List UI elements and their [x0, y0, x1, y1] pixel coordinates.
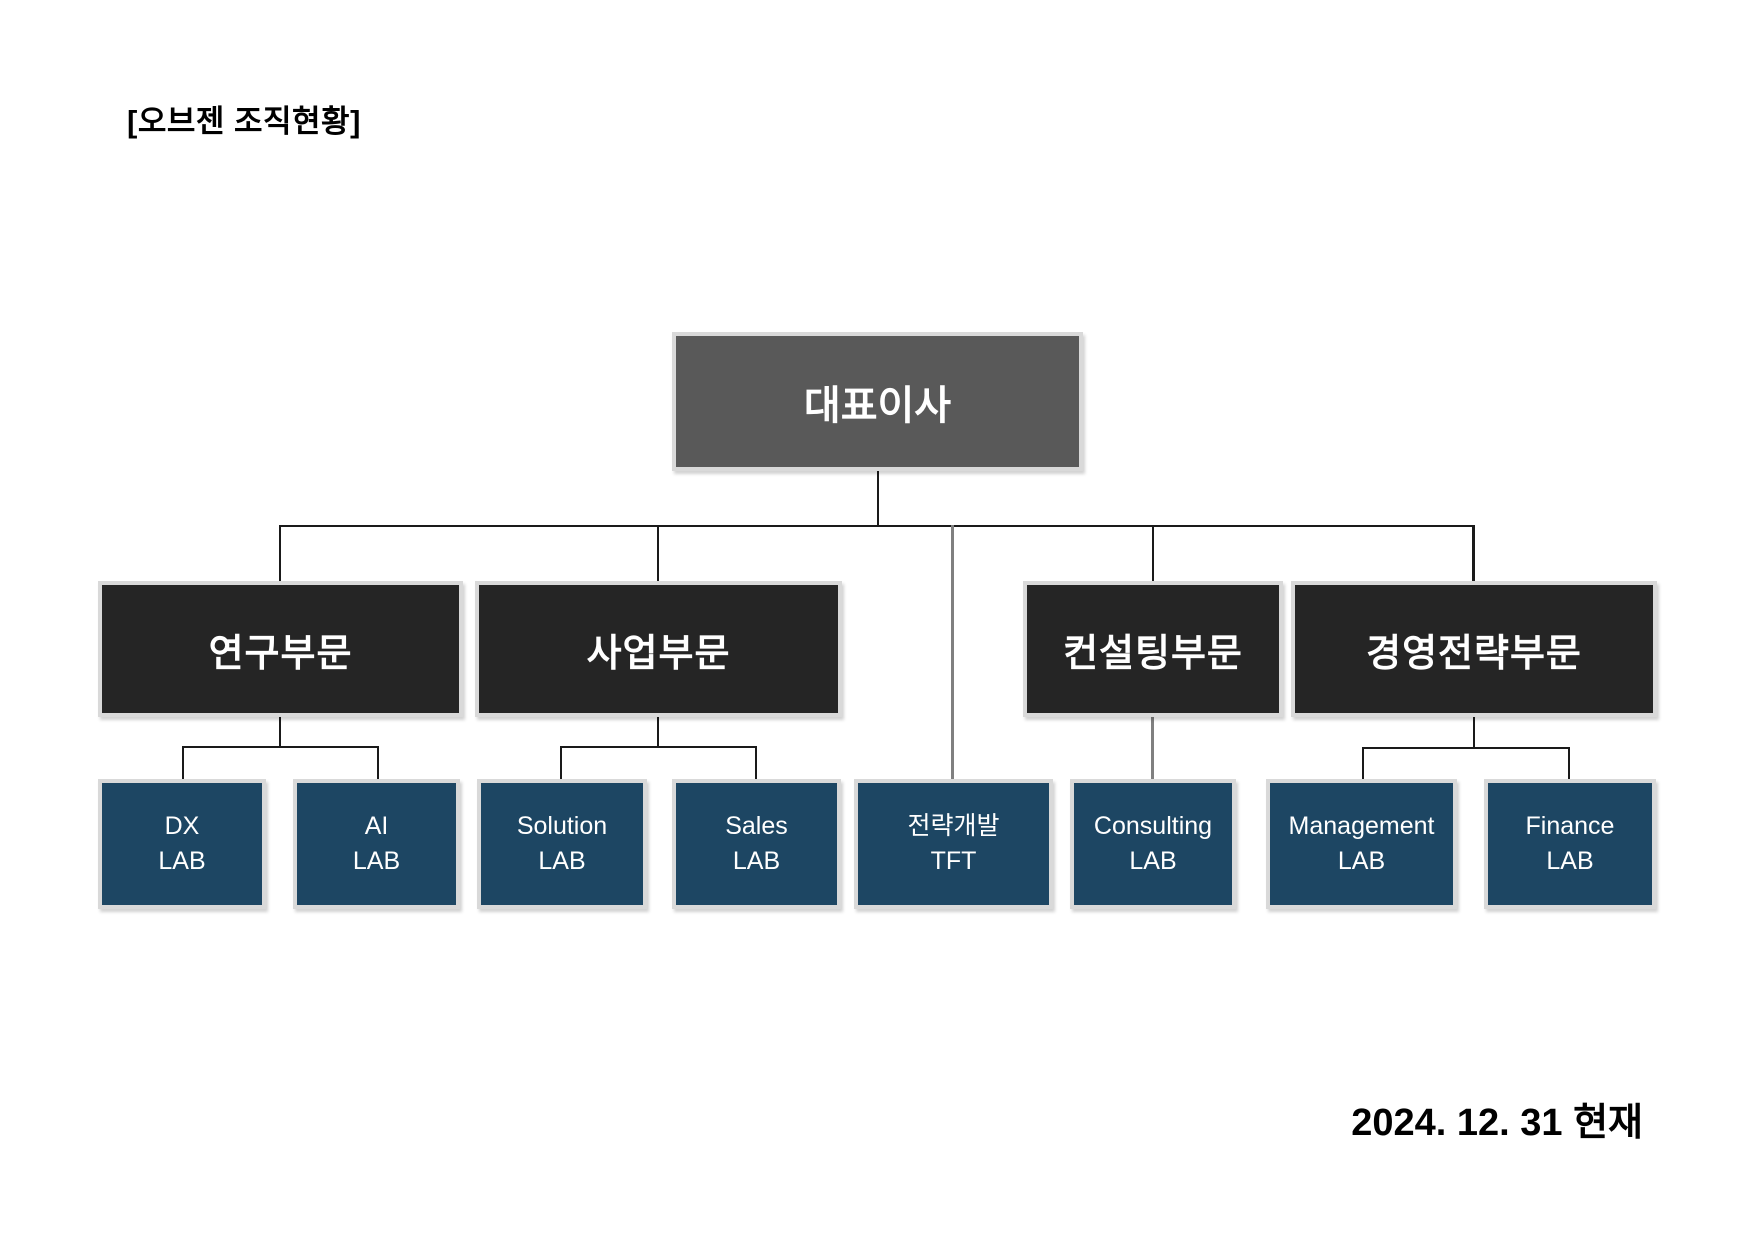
connector-drop-research	[279, 525, 281, 583]
connector-drop-dx-lab	[182, 746, 184, 779]
division-label: 컨설팅부문	[1063, 632, 1243, 675]
unit-label-line2: TFT	[930, 847, 977, 875]
unit-node-finance-lab: Finance LAB	[1484, 779, 1656, 909]
connector-drop-consulting-lab	[1151, 716, 1154, 779]
division-label: 사업부문	[586, 632, 731, 675]
connector-drop-sales-lab	[755, 746, 757, 779]
connector-drop-ai-lab	[377, 746, 379, 779]
ceo-label: 대표이사	[803, 383, 952, 428]
unit-label-line2: LAB	[538, 847, 586, 875]
unit-node-ai-lab: AI LAB	[293, 779, 460, 909]
connector-main-horizontal	[280, 525, 1475, 527]
ceo-node: 대표이사	[672, 332, 1083, 471]
connector-ceo-drop	[877, 469, 879, 527]
division-label: 연구부문	[208, 632, 353, 675]
unit-label-line2: LAB	[1337, 847, 1386, 875]
unit-label-line1: 전략개발	[907, 811, 1000, 840]
connector-research-branch	[182, 746, 379, 748]
connector-strategy-stem	[1473, 716, 1475, 749]
connector-research-stem	[279, 717, 281, 747]
connector-business-stem	[657, 715, 659, 747]
unit-label-line1: Consulting	[1093, 811, 1213, 840]
unit-label-line2: LAB	[352, 847, 401, 875]
unit-label-line2: LAB	[1129, 847, 1177, 875]
unit-label-line1: Solution	[516, 811, 608, 840]
unit-label-line2: LAB	[732, 847, 781, 875]
page-title: [오브젠 조직현황]	[127, 104, 361, 139]
unit-label-line1: Management	[1288, 811, 1435, 840]
connector-business-branch	[560, 746, 757, 748]
unit-label-line2: LAB	[158, 847, 206, 875]
connector-drop-consulting-division	[1152, 525, 1154, 583]
unit-label-line1: AI	[364, 811, 389, 840]
date-note: 2024. 12. 31 현재	[1351, 1102, 1643, 1144]
unit-node-consulting-lab: Consulting LAB	[1070, 779, 1236, 909]
division-node-strategy: 경영전략부문	[1291, 581, 1657, 717]
division-node-consulting: 컨설팅부문	[1023, 581, 1283, 717]
division-label: 경영전략부문	[1366, 632, 1582, 675]
unit-node-sales-lab: Sales LAB	[672, 779, 841, 909]
connector-drop-management-lab	[1362, 747, 1364, 779]
unit-node-solution-lab: Solution LAB	[477, 779, 647, 909]
connector-drop-tft	[951, 525, 954, 779]
unit-node-dx-lab: DX LAB	[98, 779, 266, 909]
connector-drop-business	[657, 525, 659, 584]
connector-drop-finance-lab	[1568, 747, 1570, 779]
connector-drop-solution-lab	[560, 746, 562, 779]
connector-strategy-branch	[1362, 747, 1570, 749]
unit-node-management-lab: Management LAB	[1266, 779, 1457, 909]
division-node-research: 연구부문	[98, 581, 463, 717]
unit-node-strategy-tft: 전략개발 TFT	[854, 779, 1053, 909]
division-node-business: 사업부문	[475, 581, 842, 717]
connector-drop-strategy-division	[1472, 525, 1475, 583]
unit-label-line1: Finance	[1525, 811, 1615, 840]
unit-label-line1: DX	[164, 811, 200, 840]
unit-label-line1: Sales	[725, 811, 788, 840]
unit-label-line2: LAB	[1546, 847, 1594, 875]
